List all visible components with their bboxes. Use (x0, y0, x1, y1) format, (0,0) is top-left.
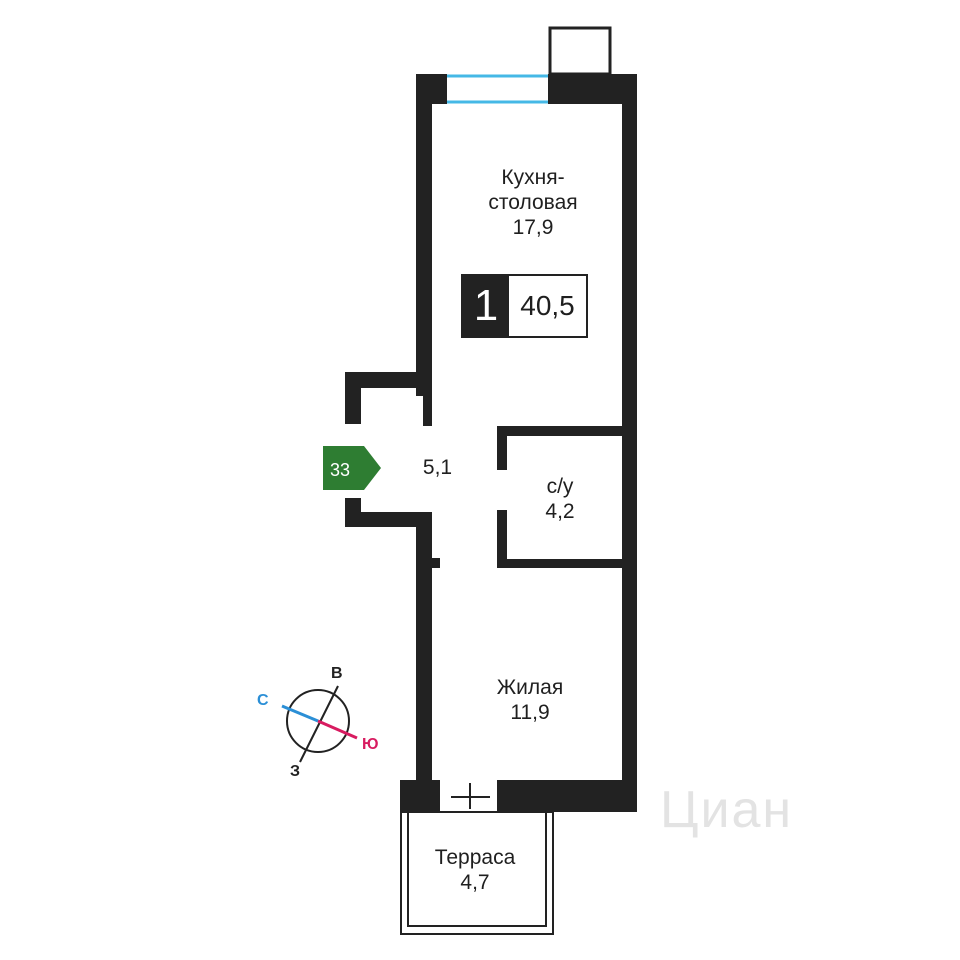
hall-label: 5,1 (400, 455, 475, 480)
bathroom-top-wall (497, 426, 622, 436)
compass-north-label: С (257, 692, 269, 709)
hall-stub-wall (423, 388, 432, 426)
hall-top-wall (345, 372, 432, 388)
apartment-number-tag (323, 446, 381, 490)
compass-west-label: З (290, 763, 301, 780)
bottom-wall-right (497, 780, 637, 812)
terrace-door (451, 783, 490, 809)
living-name: Жилая (496, 676, 564, 699)
bathroom-area: 4,2 (545, 500, 575, 523)
terrace-label: Терраса 4,7 (415, 845, 535, 895)
compass-east-label: В (331, 665, 343, 682)
watermark-logo: Циан (660, 781, 794, 839)
bottom-wall-left (400, 780, 440, 812)
living-area: 11,9 (510, 701, 550, 724)
living-label: Жилая 11,9 (470, 675, 590, 725)
bathroom-left-wall-top (497, 426, 507, 470)
top-window (447, 74, 548, 104)
hall-bottom-wall (345, 512, 432, 527)
compass-south-label: Ю (362, 736, 379, 753)
apartment-number: 33 (329, 460, 351, 480)
top-balcony-box (548, 26, 612, 76)
right-wall (622, 74, 637, 812)
bathroom-label: с/у 4,2 (520, 474, 600, 524)
room-count: 1 (463, 276, 509, 336)
kitchen-name-line2: столовая (488, 191, 578, 214)
kitchen-area: 17,9 (512, 216, 554, 239)
kitchen-left-wall (416, 74, 432, 396)
terrace-name: Терраса (434, 846, 516, 869)
terrace-area: 4,7 (460, 871, 490, 894)
apartment-summary-badge: 1 40,5 (461, 274, 588, 338)
bathroom-name: с/у (546, 475, 574, 498)
terrace-outline (400, 811, 554, 935)
bathroom-bottom-wall (497, 559, 622, 568)
kitchen-label: Кухня- столовая 17,9 (458, 165, 608, 240)
living-left-notch (432, 558, 440, 568)
hall-area: 5,1 (422, 456, 453, 479)
compass-icon (281, 685, 358, 763)
total-area: 40,5 (520, 290, 575, 321)
bathroom-left-wall-bottom (497, 510, 507, 566)
kitchen-name-line1: Кухня- (501, 166, 565, 189)
living-left-wall (416, 512, 432, 812)
hall-left-wall-top (345, 372, 361, 424)
